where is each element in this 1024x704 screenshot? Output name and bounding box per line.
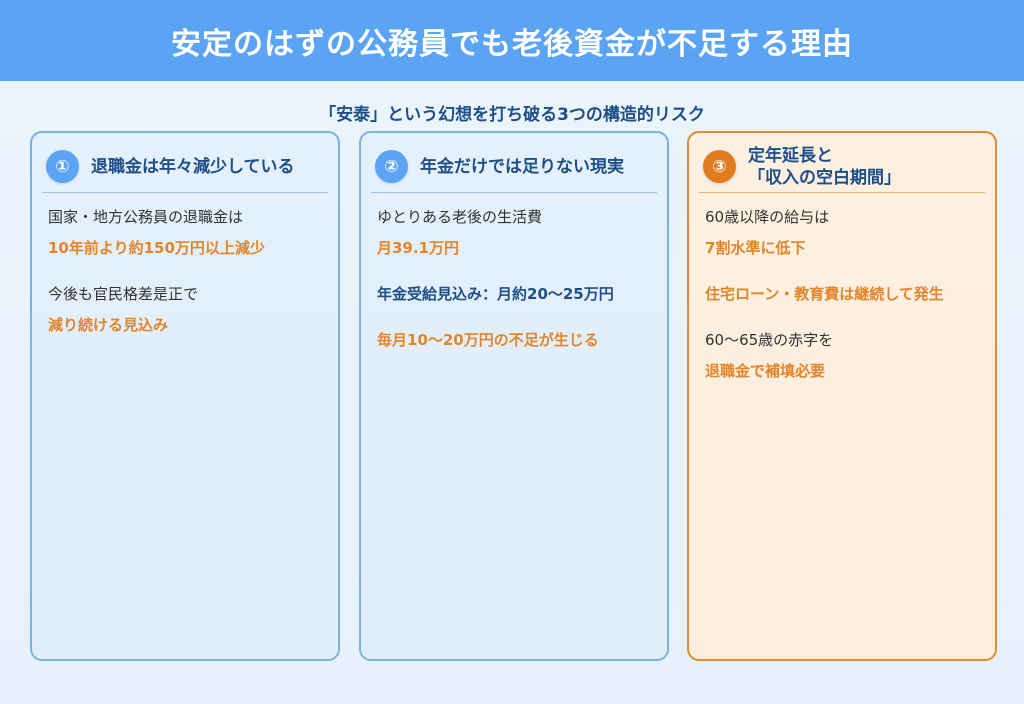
number-badge-icon: ①: [46, 150, 79, 183]
risk-card-pension-shortfall: ② 年金だけでは足りない現実 ゆとりある老後の生活費 月39.1万円 年金受給見…: [359, 131, 669, 661]
card-title: 年金だけでは足りない現実: [420, 156, 624, 177]
card-title-line2: 「収入の空白期間」: [748, 167, 901, 188]
card-highlight: 退職金で補填必要: [705, 362, 826, 380]
card-text: ゆとりある老後の生活費: [377, 208, 543, 226]
card-highlight: 10年前より約150万円以上減少: [48, 239, 265, 257]
card-highlight: 7割水準に低下: [705, 239, 806, 257]
page-subtitle: 「安泰」という幻想を打ち破る3つの構造的リスク: [319, 105, 705, 125]
card-title: 退職金は年々減少している: [91, 156, 295, 177]
card-text: 60歳以降の給与は: [705, 208, 830, 226]
page-header: 安定のはずの公務員でも老後資金が不足する理由: [0, 0, 1024, 81]
card-text: 60〜65歳の赤字を: [705, 331, 834, 349]
card-header: ① 退職金は年々減少している: [42, 147, 328, 193]
card-highlight: 住宅ローン・教育費は継続して発生: [705, 285, 944, 303]
card-highlight: 減り続ける見込み: [48, 316, 169, 334]
page-title: 安定のはずの公務員でも老後資金が不足する理由: [171, 26, 853, 62]
card-header: ③ 定年延長と 「収入の空白期間」: [699, 145, 985, 193]
card-title: 定年延長と 「収入の空白期間」: [748, 145, 901, 189]
card-title-line1: 定年延長と: [748, 145, 833, 166]
card-highlight: 月39.1万円: [377, 239, 460, 257]
risk-card-retirement-allowance: ① 退職金は年々減少している 国家・地方公務員の退職金は 10年前より約150万…: [30, 131, 340, 661]
card-header: ② 年金だけでは足りない現実: [371, 147, 657, 193]
card-pension-estimate: 年金受給見込み：月約20〜25万円: [377, 285, 614, 303]
number-badge-icon: ③: [703, 150, 736, 183]
card-highlight: 毎月10〜20万円の不足が生じる: [377, 331, 599, 349]
number-badge-icon: ②: [375, 150, 408, 183]
card-text: 今後も官民格差是正で: [48, 285, 199, 303]
risk-card-income-gap: ③ 定年延長と 「収入の空白期間」 60歳以降の給与は 7割水準に低下 住宅ロー…: [687, 131, 997, 661]
card-text: 国家・地方公務員の退職金は: [48, 208, 244, 226]
